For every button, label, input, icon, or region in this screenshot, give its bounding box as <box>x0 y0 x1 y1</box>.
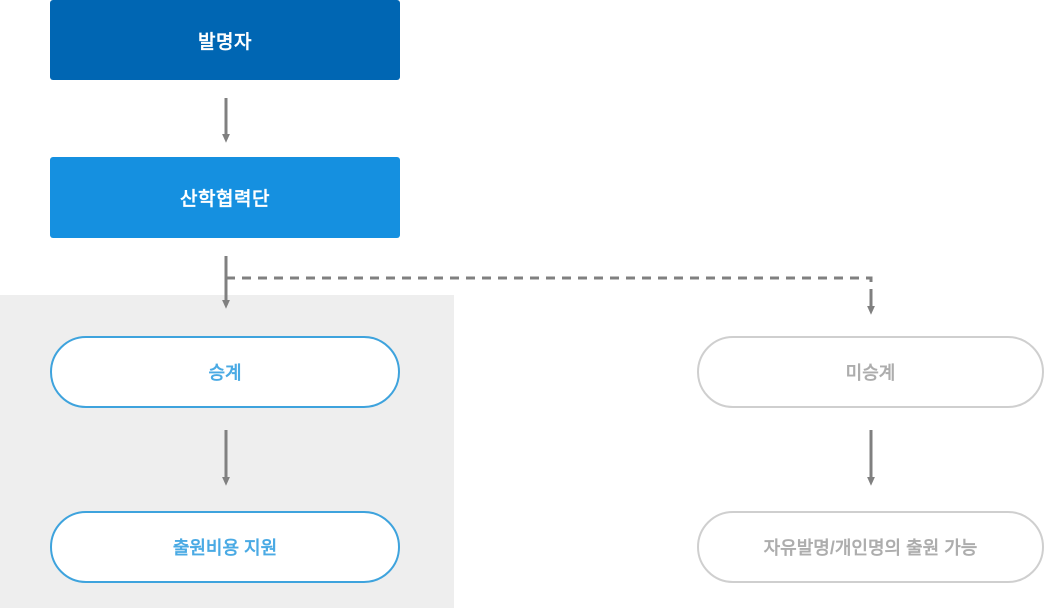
node-industry-academic-cooperation-label: 산학협력단 <box>180 189 270 210</box>
node-no-succession-label: 미승계 <box>845 363 896 383</box>
node-industry-academic-cooperation[interactable]: 산학협력단 <box>50 157 400 238</box>
node-succession[interactable]: 승계 <box>50 336 400 408</box>
node-inventor[interactable]: 발명자 <box>50 0 400 80</box>
node-inventor-label: 발명자 <box>198 31 252 53</box>
node-succession-label: 승계 <box>208 363 242 383</box>
node-no-succession[interactable]: 미승계 <box>697 336 1044 408</box>
node-filing-cost-support-label: 출원비용 지원 <box>172 538 278 558</box>
node-filing-cost-support[interactable]: 출원비용 지원 <box>50 511 400 583</box>
node-free-invention-personal-filing[interactable]: 자유발명/개인명의 출원 가능 <box>697 511 1044 583</box>
node-free-invention-personal-filing-label: 자유발명/개인명의 출원 가능 <box>763 538 978 558</box>
